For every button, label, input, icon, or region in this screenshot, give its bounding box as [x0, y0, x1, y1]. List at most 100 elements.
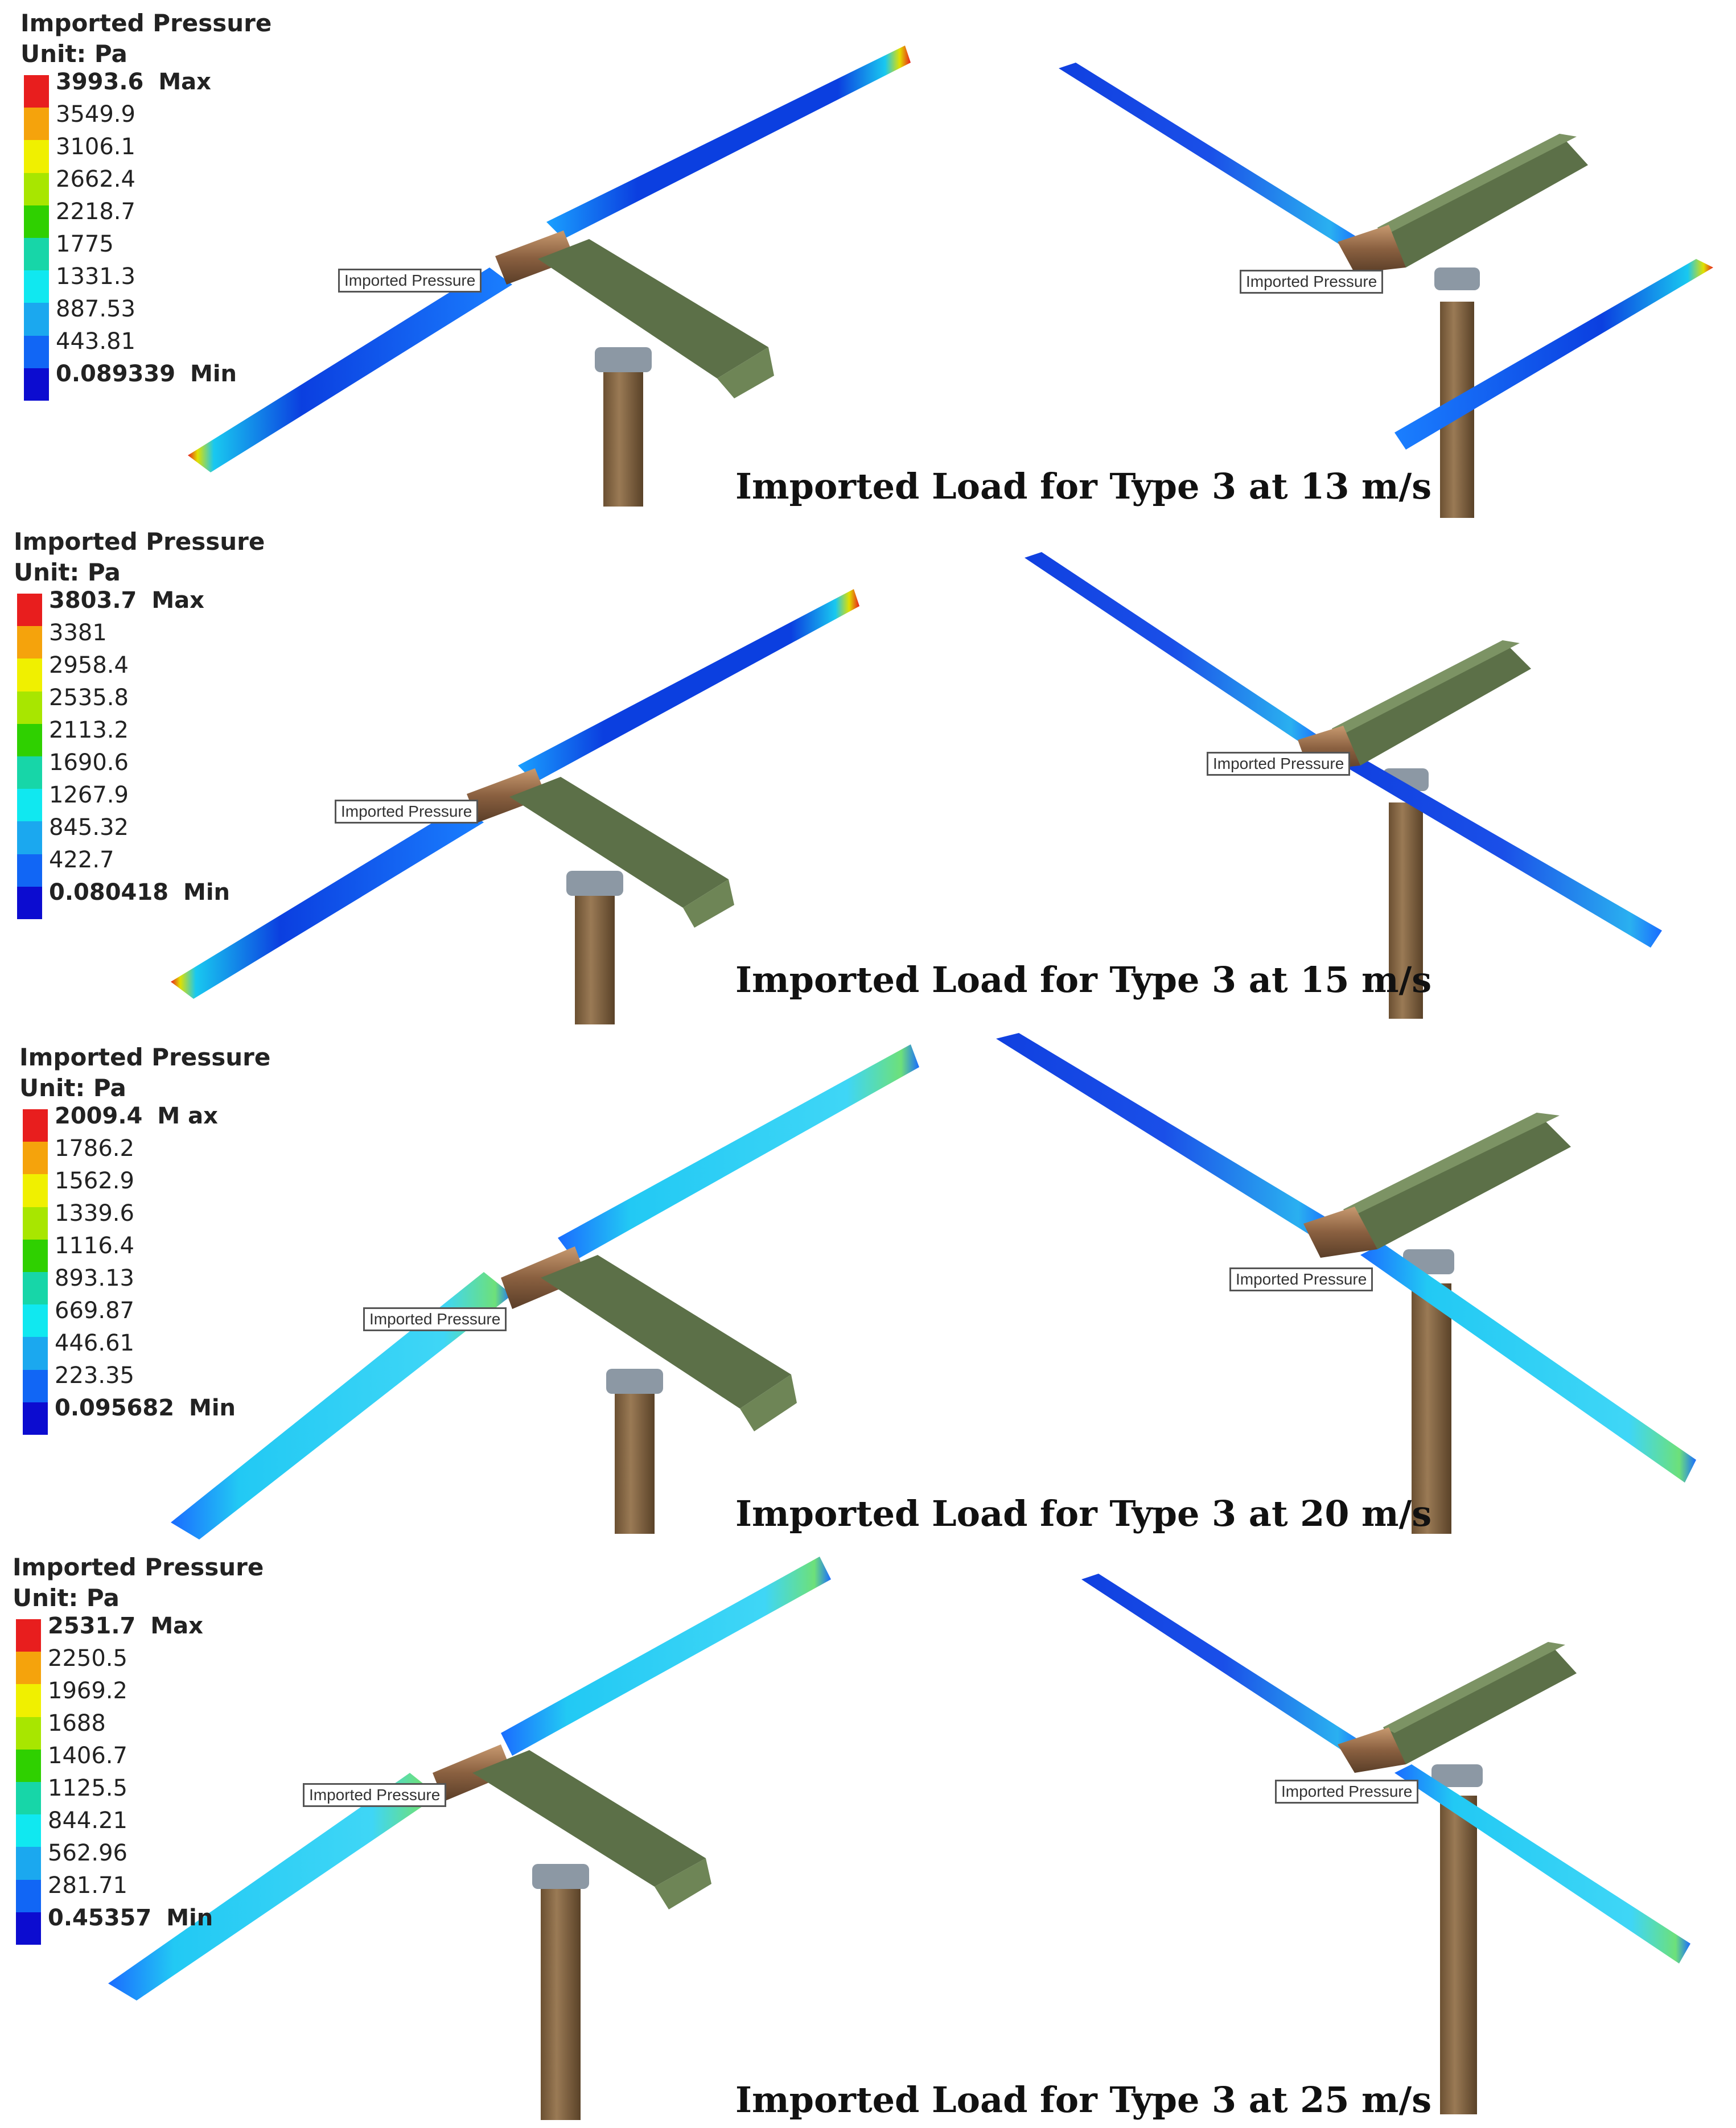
- nacelle-right: [1383, 1642, 1577, 1764]
- legend-value-7: 446.61: [55, 1330, 134, 1356]
- color-swatch-5: [17, 756, 42, 789]
- nacelle-right-top: [1383, 1642, 1565, 1733]
- nacelle-left-end: [740, 1374, 797, 1431]
- turbine-scene: [171, 1033, 1696, 1540]
- nacelle-right: [1377, 134, 1588, 267]
- turbine-scene: [171, 552, 1662, 1024]
- nacelle-left: [538, 239, 768, 378]
- color-swatch-7: [17, 821, 42, 854]
- imported-pressure-callout-right: Imported Pressure: [1240, 270, 1384, 294]
- color-swatch-1: [17, 626, 42, 659]
- color-bar: [16, 1619, 41, 1945]
- legend-value-4: 1406.7: [48, 1743, 127, 1769]
- color-swatch-9: [23, 1402, 48, 1435]
- color-swatch-8: [23, 1369, 48, 1402]
- nacelle-right-top: [1377, 134, 1577, 233]
- hub-left: [495, 231, 575, 285]
- legend-value-8: 281.71: [48, 1872, 127, 1899]
- color-swatch-9: [16, 1912, 41, 1945]
- tower-collar-right: [1431, 1764, 1483, 1787]
- legend-value-8: 422.7: [49, 847, 114, 873]
- color-swatch-2: [23, 1174, 48, 1207]
- legend-title: Imported Pressure: [20, 9, 272, 37]
- blade-right-lower: [1394, 1764, 1690, 1964]
- panel-25ms: Imported Pressure Imported Pressure Impo…: [0, 1545, 1736, 2128]
- color-swatch-7: [24, 303, 49, 336]
- legend-value-3: 1339.6: [55, 1200, 134, 1226]
- nacelle-left-end: [655, 1858, 711, 1909]
- blade-left-upper: [546, 46, 911, 239]
- legend-value-4: 2113.2: [49, 717, 129, 743]
- color-swatch-8: [17, 854, 42, 887]
- blade-left-lower: [188, 267, 512, 472]
- color-swatch-8: [24, 335, 49, 368]
- turbine-scene: [188, 46, 1713, 518]
- color-swatch-4: [17, 723, 42, 756]
- legend-value-2: 2958.4: [49, 652, 129, 678]
- color-swatch-5: [23, 1271, 48, 1305]
- legend-title: Imported Pressure: [14, 528, 265, 555]
- legend-unit: Unit: Pa: [13, 1584, 120, 1612]
- blade-left-lower: [108, 1773, 438, 2001]
- legend-value-2: 1969.2: [48, 1678, 127, 1704]
- panel-13ms: Imported Pressure Imported Pressure Impo…: [0, 0, 1736, 521]
- color-swatch-3: [17, 691, 42, 724]
- imported-pressure-callout-right: Imported Pressure: [1229, 1267, 1373, 1291]
- legend-title: Imported Pressure: [19, 1043, 271, 1071]
- nacelle-right-top: [1332, 640, 1520, 734]
- color-swatch-6: [17, 789, 42, 822]
- turbine-scene: [108, 1557, 1690, 2120]
- color-bar: [24, 75, 49, 401]
- color-swatch-1: [23, 1142, 48, 1175]
- color-bar: [23, 1109, 48, 1435]
- imported-pressure-callout-left: Imported Pressure: [335, 800, 479, 824]
- color-swatch-9: [17, 886, 42, 919]
- panel-15ms: Imported Pressure Imported Pressure Impo…: [0, 521, 1736, 1033]
- imported-pressure-callout-right: Imported Pressure: [1207, 752, 1351, 776]
- color-swatch-0: [24, 75, 49, 108]
- color-swatch-6: [16, 1814, 41, 1847]
- legend-value-5: 1690.6: [49, 750, 129, 776]
- tower-left: [603, 364, 643, 507]
- panel-caption: Imported Load for Type 3 at 20 m/s: [735, 1493, 1432, 1534]
- blade-right-lower: [1394, 259, 1713, 450]
- color-swatch-4: [23, 1239, 48, 1272]
- legend-value-5: 893.13: [55, 1265, 134, 1291]
- tower-collar-left: [595, 347, 652, 372]
- legend-value-8: 443.81: [56, 328, 135, 355]
- blade-left-lower: [171, 1272, 512, 1540]
- color-swatch-1: [24, 108, 49, 141]
- legend-value-7: 845.32: [49, 814, 129, 841]
- color-swatch-3: [23, 1207, 48, 1240]
- color-swatch-7: [23, 1337, 48, 1370]
- legend-value-6: 844.21: [48, 1808, 127, 1834]
- nacelle-left: [541, 1255, 791, 1409]
- legend-value-6: 669.87: [55, 1298, 134, 1324]
- tower-left: [615, 1386, 655, 1534]
- color-bar: [17, 594, 42, 919]
- tower-collar-left: [532, 1864, 589, 1889]
- nacelle-left: [509, 777, 729, 908]
- legend-value-3: 2535.8: [49, 685, 129, 711]
- legend-value-5: 1125.5: [48, 1775, 127, 1801]
- nacelle-right-top: [1343, 1113, 1560, 1215]
- panel-caption: Imported Load for Type 3 at 25 m/s: [735, 2079, 1432, 2121]
- tower-collar-left: [606, 1369, 663, 1394]
- legend-value-2: 1562.9: [55, 1168, 134, 1194]
- panel-20ms: Imported Pressure Imported Pressure Impo…: [0, 1033, 1736, 1545]
- color-swatch-8: [16, 1879, 41, 1912]
- nacelle-left-end: [683, 879, 734, 928]
- color-swatch-5: [24, 237, 49, 271]
- blade-left-upper: [501, 1557, 831, 1756]
- panel-caption: Imported Load for Type 3 at 15 m/s: [735, 959, 1432, 1001]
